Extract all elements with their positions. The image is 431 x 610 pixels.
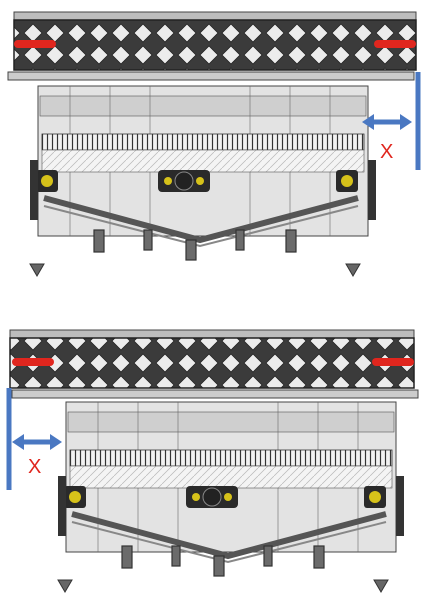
bottom-gearbox-left [64, 486, 86, 508]
bottom-hopper-lattice [9, 337, 415, 389]
bottom-gearbox-center [186, 486, 238, 508]
top-offset-arrow [362, 114, 412, 130]
top-gearbox-left [36, 170, 58, 192]
bottom-machine [57, 401, 404, 593]
bottom-pin-left [12, 358, 54, 366]
bottom-gearbox-right [364, 486, 386, 508]
top-pin-right [374, 40, 416, 48]
top-panel: X [7, 11, 421, 277]
bottom-panel: X [6, 329, 419, 593]
bottom-offset-arrow [12, 434, 62, 450]
top-machine [29, 85, 376, 277]
top-hopper-lattice [13, 19, 417, 71]
top-gearbox-center [158, 170, 210, 192]
top-gearbox-right [336, 170, 358, 192]
bottom-pin-right [372, 358, 414, 366]
top-pin-left [14, 40, 56, 48]
top-offset-label: X [380, 141, 393, 163]
top-hopper-frame [13, 11, 417, 21]
bottom-offset-label: X [28, 456, 41, 478]
bottom-hopper-frame [9, 329, 415, 339]
